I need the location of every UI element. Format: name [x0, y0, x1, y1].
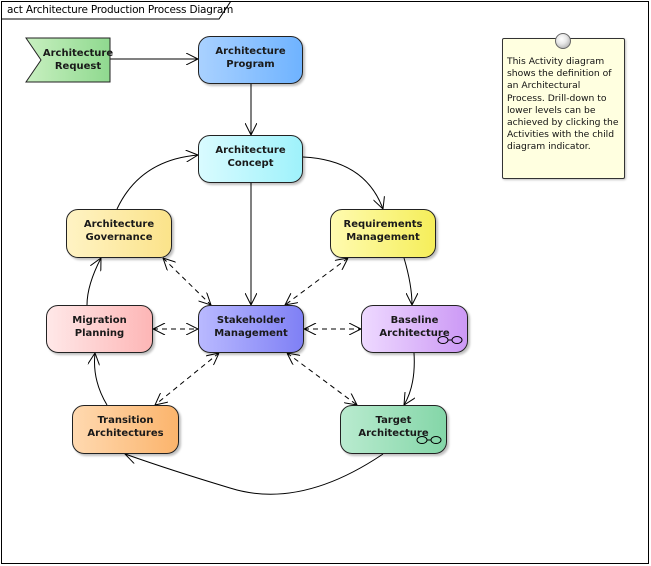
child-diagram-icon[interactable]: [437, 335, 463, 345]
node-label-line2: Program: [226, 59, 275, 70]
node-label-line2: Management: [214, 328, 288, 339]
edge-stakeholder-requirements[interactable]: [285, 258, 348, 305]
node-label-line1: Architecture: [83, 219, 155, 230]
node-label-line1: Architecture: [215, 46, 286, 57]
edge-stakeholder-governance[interactable]: [163, 258, 211, 305]
architecture-request-signal[interactable]: [25, 37, 113, 83]
title-tab-outline: [1, 1, 232, 20]
edge-stakeholder-target[interactable]: [287, 353, 357, 405]
diagram-title: act Architecture Production Process Diag…: [7, 4, 234, 16]
edge-transition-to-migration[interactable]: [95, 353, 108, 406]
node-label-line2: Governance: [85, 232, 153, 243]
edge-stakeholder-transition[interactable]: [155, 353, 219, 405]
edge-requirements-to-baseline[interactable]: [403, 257, 412, 305]
diagram-note[interactable]: This Activity diagram shows the definiti…: [502, 38, 625, 179]
node-label-line1: Migration Planning: [72, 315, 127, 339]
activity-target-architecture[interactable]: Target Architecture: [340, 405, 447, 454]
signal-line1: Architecture: [42, 48, 114, 59]
node-label-line2: Concept: [227, 158, 274, 169]
edge-migration-to-governance[interactable]: [86, 258, 101, 306]
node-label-line1: Baseline: [390, 315, 439, 326]
edge-governance-to-concept[interactable]: [116, 155, 198, 210]
node-label-line2: Architectures: [87, 428, 164, 439]
note-text: This Activity diagram shows the definiti…: [507, 56, 619, 153]
node-label-line1: Stakeholder: [216, 315, 286, 326]
node-label-line1: Transition: [97, 415, 154, 426]
signal-line2: Request: [54, 61, 102, 72]
note-pin-icon: [555, 33, 571, 49]
node-label-line2: Architecture: [379, 328, 450, 339]
node-label-line1: Target Architecture: [358, 415, 429, 439]
node-label-line1: Architecture: [215, 145, 286, 156]
node-label-line1: Requirements: [343, 219, 423, 230]
edge-concept-to-requirements[interactable]: [302, 156, 383, 209]
edge-target-to-transition[interactable]: [125, 454, 384, 495]
child-diagram-icon[interactable]: [416, 435, 442, 445]
activity-migration-planning[interactable]: Migration Planning: [46, 305, 153, 353]
edge-baseline-to-target[interactable]: [404, 352, 414, 405]
architecture-request-label: Architecture Request: [40, 47, 116, 73]
node-label-line2: Management: [346, 232, 420, 243]
